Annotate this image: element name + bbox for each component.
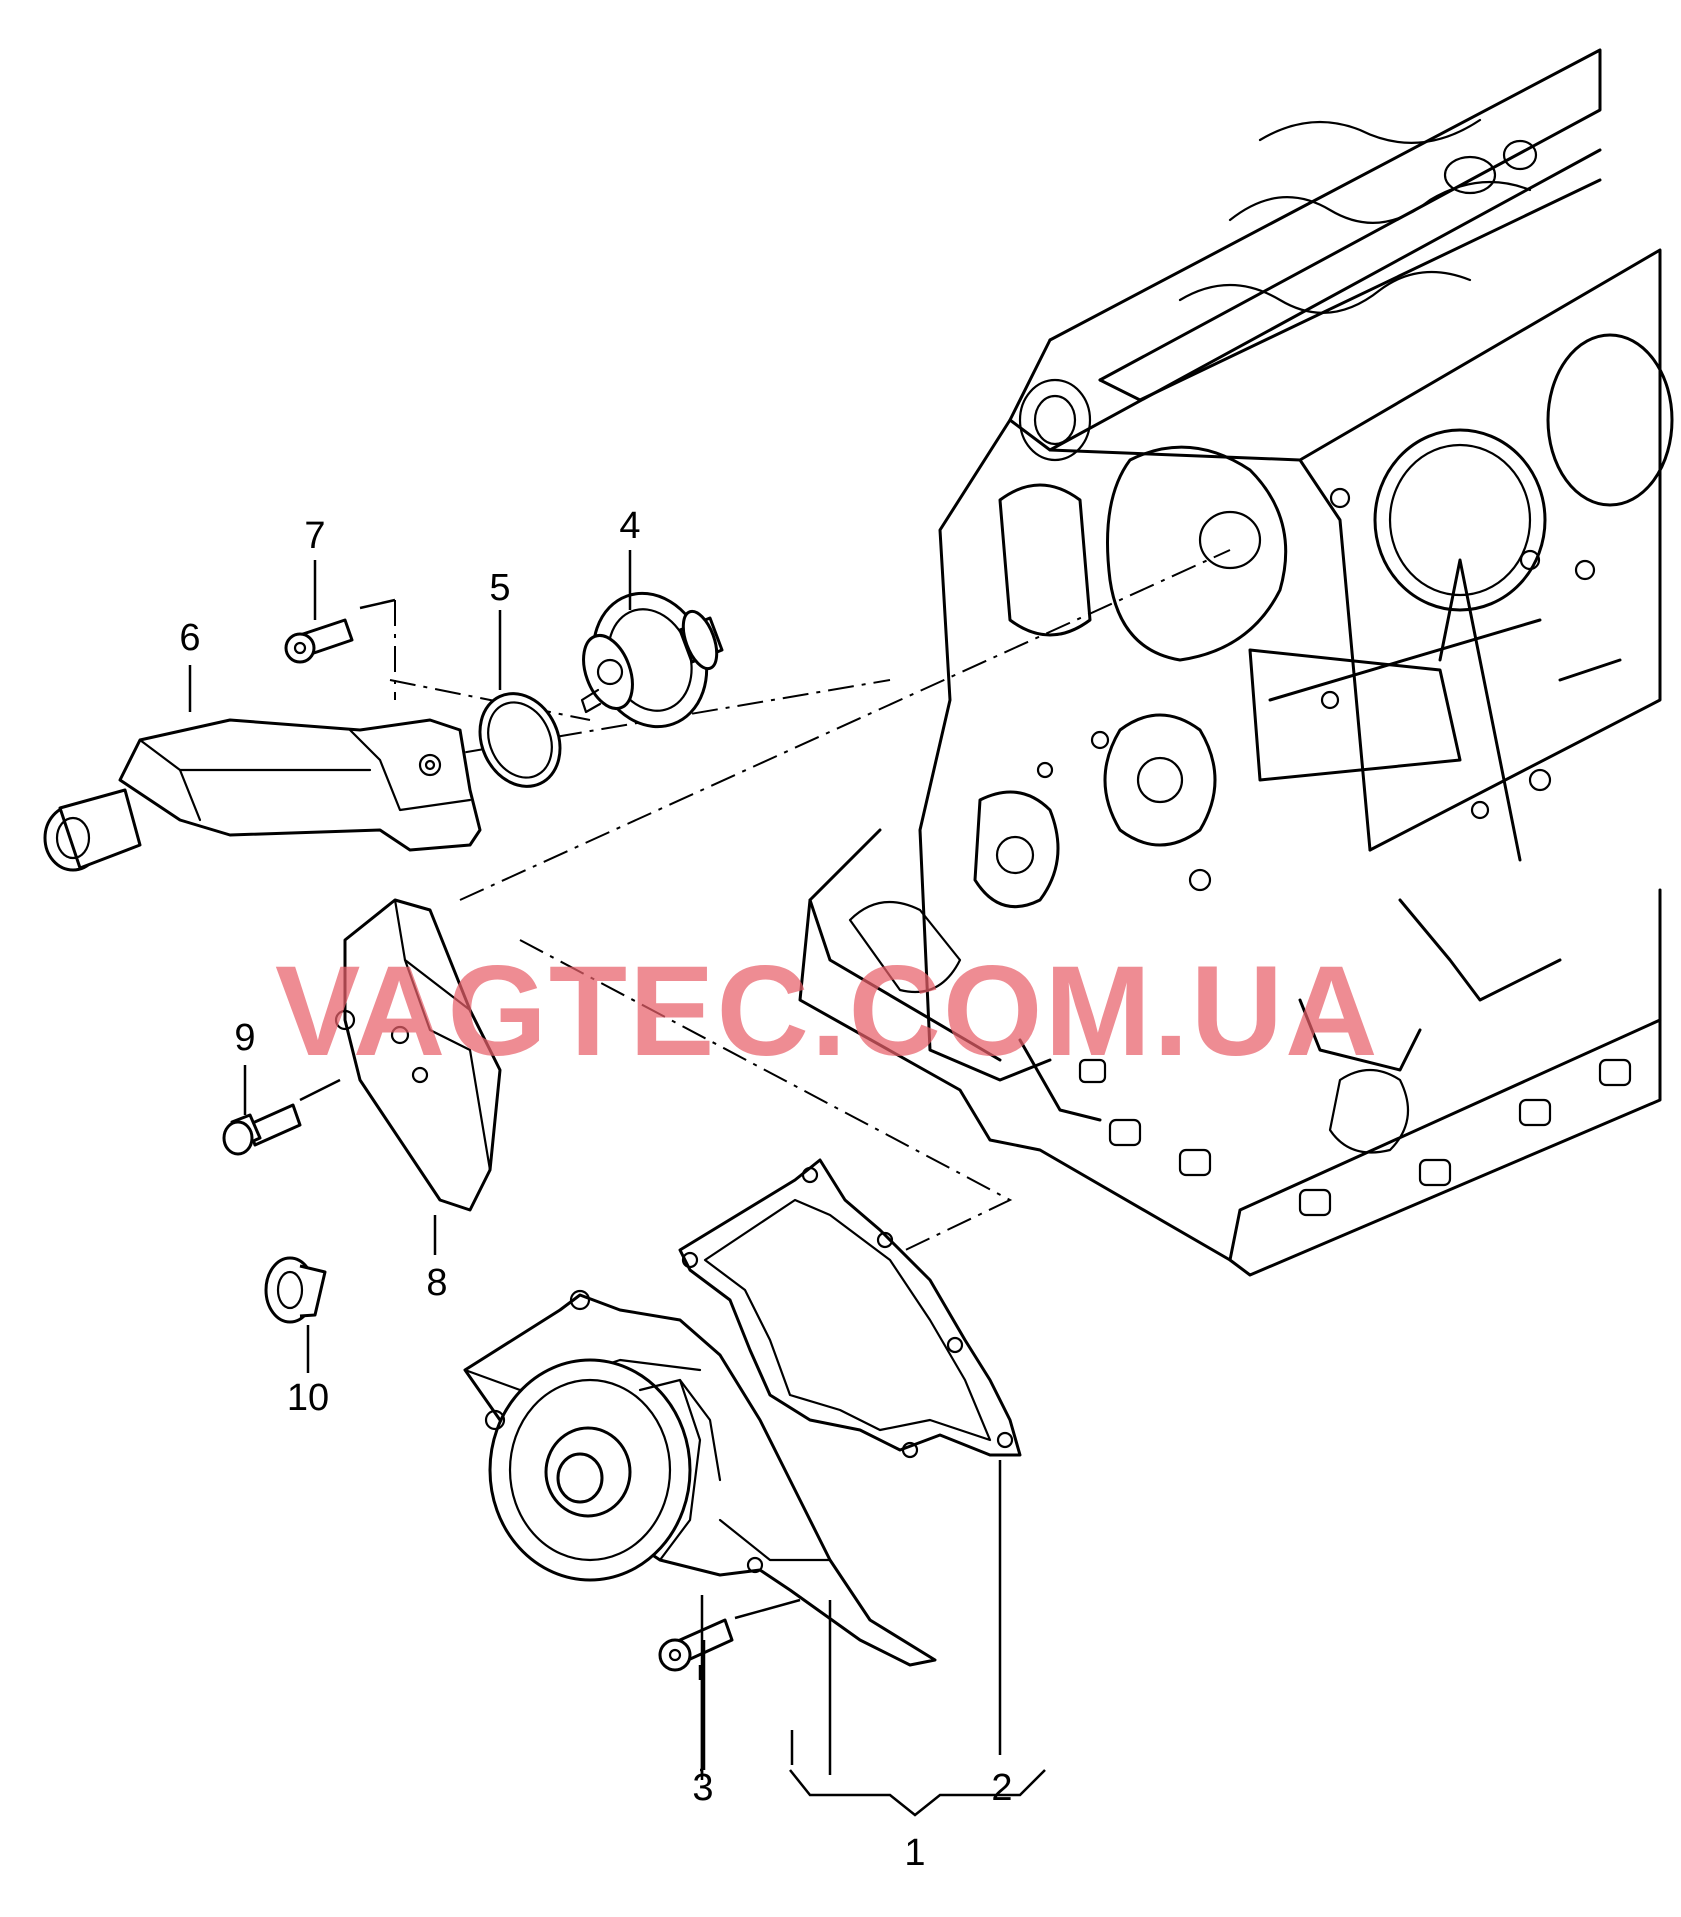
callout-5: 5 (489, 567, 510, 609)
o-ring-part (478, 692, 562, 788)
engine-block (798, 48, 1674, 1277)
gasket-part (678, 1158, 1022, 1459)
callout-labels: 1 2 3 4 5 6 7 8 9 10 (179, 505, 1012, 1874)
callout-4: 4 (619, 505, 640, 547)
callout-leaders (188, 550, 1046, 1817)
callout-3: 3 (692, 1767, 713, 1809)
callout-2: 2 (991, 1767, 1012, 1809)
bolt-3-part (658, 1598, 801, 1672)
watermark-text: VAGTEC.COM.UA (275, 940, 1380, 1083)
callout-6: 6 (179, 617, 200, 659)
callout-10: 10 (287, 1377, 329, 1419)
cap-part (264, 1256, 327, 1324)
callout-9: 9 (234, 1017, 255, 1059)
callout-7: 7 (304, 515, 325, 557)
callout-8: 8 (426, 1262, 447, 1304)
coolant-connector-part (43, 718, 482, 872)
cover-part (334, 898, 502, 1212)
callout-1: 1 (904, 1832, 925, 1874)
water-pump-part (463, 1289, 937, 1667)
bolt-9-part (222, 1078, 341, 1156)
thermostat-part (580, 591, 724, 729)
bolt-7-part (284, 598, 396, 664)
